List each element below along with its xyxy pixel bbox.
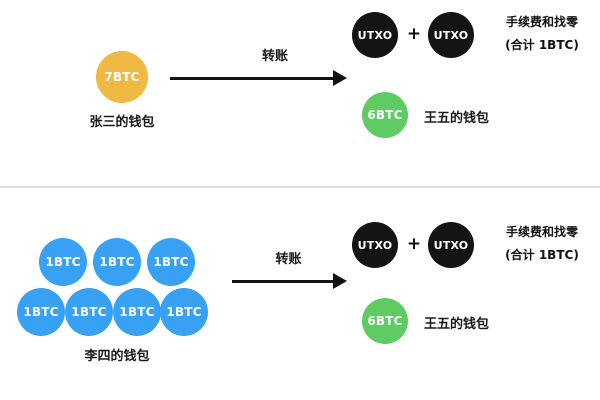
sender-coin-7btc: 7BTC	[96, 51, 148, 103]
wallet-label-wangwu: 王五的钱包	[424, 317, 490, 332]
sender-coin-1btc: 1BTC	[147, 238, 195, 286]
sender-coin-1btc: 1BTC	[39, 238, 87, 286]
arrow-head-icon	[333, 70, 347, 86]
sender-coin-1btc: 1BTC	[65, 288, 113, 336]
plus-sign: +	[406, 234, 422, 254]
fee-note-line1: 手续费和找零	[505, 225, 578, 239]
wallet-label-zhangsan: 张三的钱包	[89, 115, 155, 130]
utxo-coin: UTXO	[352, 12, 398, 58]
fee-note-line2: (合计 1BTC)	[505, 247, 579, 262]
fee-note-line1: 手续费和找零	[505, 15, 578, 29]
transfer-label: 转账	[275, 252, 302, 267]
utxo-coin: UTXO	[352, 222, 398, 268]
wallet-label-wangwu: 王五的钱包	[424, 111, 490, 126]
transfer-label: 转账	[261, 49, 288, 64]
sender-coin-1btc: 1BTC	[160, 288, 208, 336]
fee-note-line2: (合计 1BTC)	[505, 37, 579, 52]
result-coin-6btc: 6BTC	[362, 298, 408, 344]
arrow-line	[232, 279, 335, 283]
arrow-head-icon	[333, 273, 347, 289]
sender-coin-1btc: 1BTC	[113, 288, 161, 336]
fee-change-note: 手续费和找零 (合计 1BTC)	[494, 11, 590, 57]
wallet-label-lisi: 李四的钱包	[84, 349, 150, 364]
utxo-coin: UTXO	[428, 12, 474, 58]
sender-coin-1btc: 1BTC	[93, 238, 141, 286]
section-divider	[0, 186, 600, 188]
result-coin-6btc: 6BTC	[362, 92, 408, 138]
plus-sign: +	[406, 24, 422, 44]
fee-change-note: 手续费和找零 (合计 1BTC)	[494, 221, 590, 267]
utxo-coin: UTXO	[428, 222, 474, 268]
sender-coin-1btc: 1BTC	[17, 288, 65, 336]
arrow-line	[170, 76, 335, 80]
